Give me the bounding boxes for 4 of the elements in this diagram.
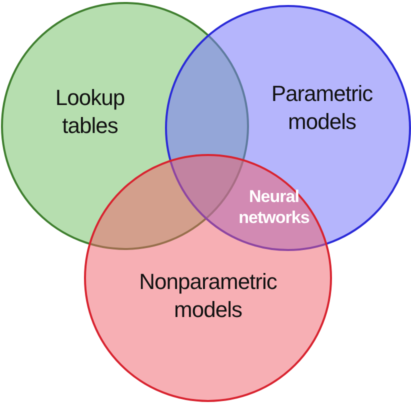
set-label: Lookup tables <box>54 84 126 140</box>
intersection-label: Neural networks <box>238 186 310 228</box>
set-label: Parametric models <box>270 80 374 136</box>
set-label: Nonparametric models <box>138 268 278 324</box>
